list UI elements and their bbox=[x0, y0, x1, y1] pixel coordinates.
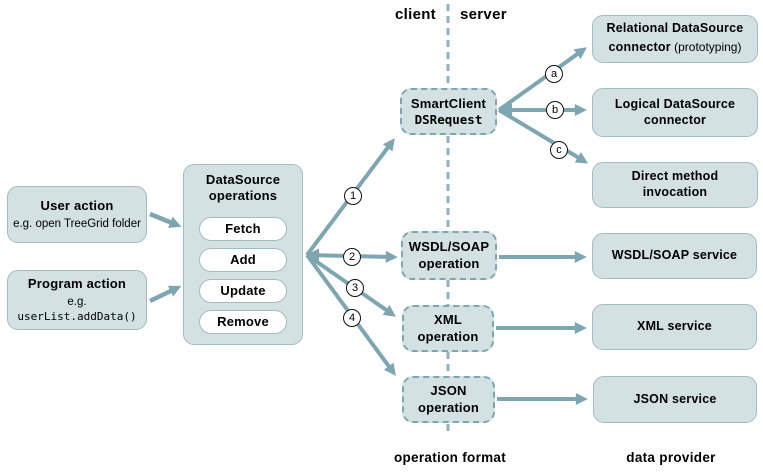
user-action-box: User action e.g. open TreeGrid folder bbox=[7, 186, 147, 243]
client-label: client bbox=[395, 6, 436, 23]
datasource-ops-title-line1: DataSource bbox=[205, 172, 281, 187]
prototyping-note: (prototyping) bbox=[670, 39, 742, 54]
eg-prefix: e.g. bbox=[67, 296, 87, 309]
logical-connector-line2: connector bbox=[643, 112, 707, 127]
json-operation-line1: JSON bbox=[430, 383, 467, 399]
arrowhead-back-to-ops bbox=[306, 248, 319, 262]
dsrequest-label: DSRequest bbox=[414, 111, 483, 127]
badge-c: c bbox=[550, 141, 568, 159]
relational-connector-line1: Relational DataSource bbox=[606, 21, 744, 36]
direct-method-invocation-box: Direct method invocation bbox=[592, 162, 758, 208]
badge-1: 1 bbox=[344, 187, 362, 205]
arrow-a-to-relational-connector bbox=[497, 47, 587, 112]
xml-operation-line2: operation bbox=[417, 328, 479, 344]
add-operation-pill: Add bbox=[199, 248, 287, 272]
xml-operation-box: XML operation bbox=[402, 305, 494, 352]
badge-a: a bbox=[545, 65, 563, 83]
update-operation-pill: Update bbox=[199, 279, 287, 303]
direct-invocation-line2: invocation bbox=[642, 185, 708, 199]
fetch-operation-pill: Fetch bbox=[199, 217, 287, 241]
json-operation-line2: operation bbox=[417, 399, 480, 415]
data-provider-label: data provider bbox=[626, 450, 716, 465]
json-service-label: JSON service bbox=[633, 391, 717, 406]
program-action-title: Program action bbox=[27, 276, 127, 291]
wsdl-service-label: WSDL/SOAP service bbox=[611, 248, 738, 263]
relational-connector-line2: connector bbox=[608, 39, 671, 54]
badge-2: 2 bbox=[343, 248, 361, 266]
datasource-ops-title-line2: operations bbox=[208, 188, 278, 204]
datasource-operations-box: DataSource operations Fetch Add Update R… bbox=[183, 164, 303, 345]
wsdl-soap-operation-box: WSDL/SOAP operation bbox=[401, 231, 497, 280]
program-action-box: Program action e.g. userList.addData() bbox=[7, 270, 147, 330]
relational-datasource-connector-box: Relational DataSource connector (prototy… bbox=[592, 15, 758, 63]
program-action-example: e.g. userList.addData() bbox=[8, 295, 146, 324]
json-service-box: JSON service bbox=[593, 376, 757, 423]
wsdl-operation-line1: WSDL/SOAP bbox=[408, 239, 490, 255]
arrowhead-back-to-smartclient bbox=[499, 103, 512, 117]
xml-operation-line1: XML bbox=[433, 312, 463, 328]
smartclient-label: SmartClient bbox=[410, 95, 487, 111]
json-operation-box: JSON operation bbox=[402, 376, 495, 423]
badge-4: 4 bbox=[343, 309, 361, 327]
user-action-example: e.g. open TreeGrid folder bbox=[13, 217, 141, 230]
wsdl-operation-line2: operation bbox=[418, 255, 480, 271]
arrow-user-action-to-ops bbox=[149, 211, 182, 228]
user-action-title: User action bbox=[40, 197, 114, 213]
logical-connector-line1: Logical DataSource bbox=[614, 96, 736, 111]
server-label: server bbox=[460, 6, 507, 23]
badge-b: b bbox=[546, 101, 564, 119]
badge-3: 3 bbox=[346, 279, 364, 297]
logical-datasource-connector-box: Logical DataSource connector bbox=[592, 88, 758, 137]
xml-service-label: XML service bbox=[637, 319, 712, 334]
operation-format-label: operation format bbox=[393, 450, 507, 465]
direct-invocation-line1: Direct method bbox=[631, 169, 719, 184]
arrow-program-action-to-ops bbox=[149, 285, 182, 304]
xml-service-box: XML service bbox=[592, 304, 757, 350]
wsdl-soap-service-box: WSDL/SOAP service bbox=[592, 233, 757, 279]
code-example: userList.addData() bbox=[17, 309, 137, 323]
remove-operation-pill: Remove bbox=[199, 310, 287, 334]
smartclient-dsrequest-box: SmartClient DSRequest bbox=[400, 88, 497, 135]
arrow-c-to-direct-invocation bbox=[497, 108, 589, 164]
